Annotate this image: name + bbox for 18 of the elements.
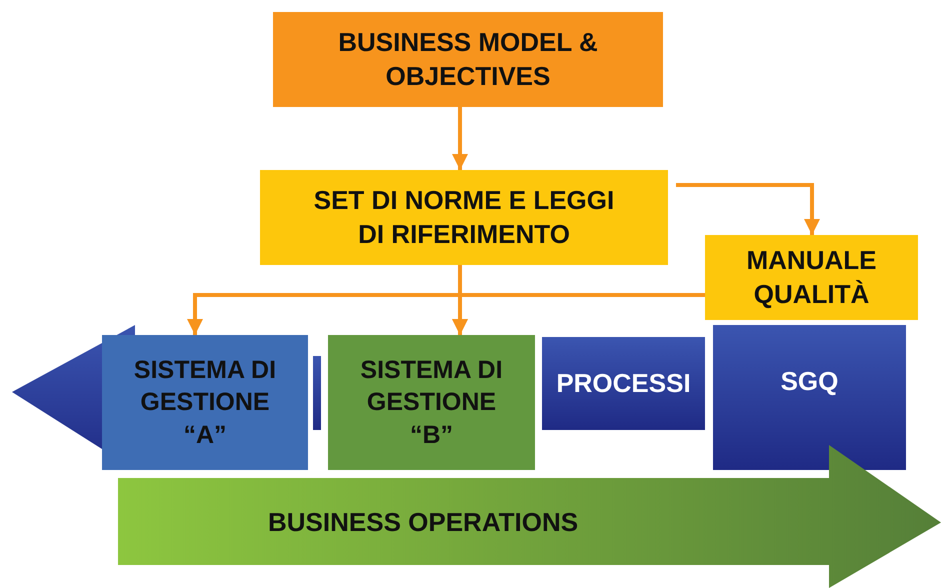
process-box <box>542 337 705 430</box>
process-box <box>102 335 308 470</box>
arrow <box>676 183 820 235</box>
node-label: SET DI NORME E LEGGI DI RIFERIMENTO <box>312 184 616 250</box>
node-label: SGQ <box>780 365 838 398</box>
process-box <box>713 325 906 470</box>
process-box <box>260 170 668 265</box>
node-label: SISTEMA DI GESTIONE “B” <box>359 354 504 451</box>
process-box <box>705 235 918 320</box>
node-label: BUSINESS MODEL & OBJECTIVES <box>337 26 599 92</box>
process-box <box>328 335 535 470</box>
node-label: PROCESSI <box>556 366 691 400</box>
arrow <box>452 107 468 170</box>
node-label: BUSINESS OPERATIONS <box>268 506 578 539</box>
node-label: MANUALE QUALITÀ <box>746 244 878 310</box>
node-label: SISTEMA DI GESTIONE “A” <box>132 354 278 451</box>
arrow-band <box>118 445 941 588</box>
process-box <box>273 12 663 107</box>
